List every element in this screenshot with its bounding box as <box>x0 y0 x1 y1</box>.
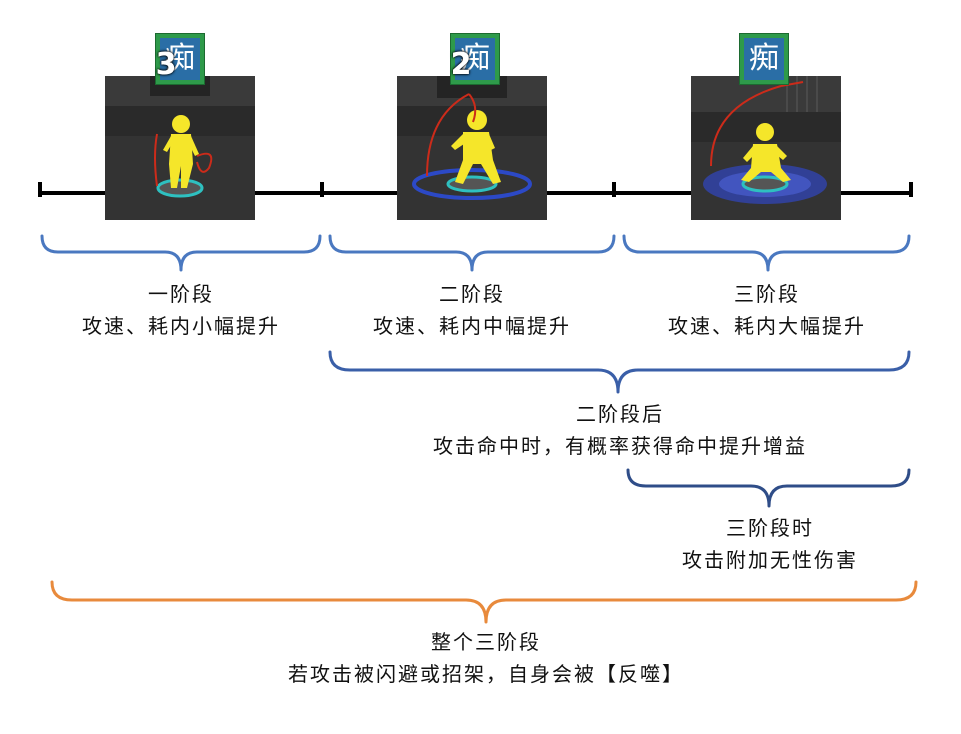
whole-desc: 若攻击被闪避或招架，自身会被【反噬】 <box>288 662 684 686</box>
whole-label: 整个三阶段 若攻击被闪避或招架，自身会被【反噬】 <box>236 626 736 690</box>
during-stage3-title: 三阶段时 <box>726 516 814 540</box>
stage3-desc: 攻速、耗内大幅提升 <box>668 314 866 338</box>
stage3-label: 三阶段 攻速、耗内大幅提升 <box>624 278 910 342</box>
stage2-badge: 痴 2 <box>450 33 500 85</box>
brace-stage1 <box>40 234 322 272</box>
stage3-title: 三阶段 <box>734 282 800 306</box>
stage3-badge: 痴 <box>739 33 789 85</box>
stage2-title: 二阶段 <box>439 282 505 306</box>
stack-count: 2 <box>450 47 472 82</box>
after-stage2-title: 二阶段后 <box>576 402 664 426</box>
brace-whole <box>50 580 918 624</box>
brace-stage2 <box>328 234 616 272</box>
badge-char: 痴 <box>160 38 200 80</box>
character-figure <box>741 123 791 182</box>
badge-char: 痴 <box>744 38 784 80</box>
during-stage3-desc: 攻击附加无性伤害 <box>682 548 858 572</box>
stage1-title: 一阶段 <box>148 282 214 306</box>
brace-after-stage2 <box>328 350 911 394</box>
brace-during-stage3 <box>626 468 911 508</box>
during-stage3-label: 三阶段时 攻击附加无性伤害 <box>640 512 900 576</box>
stack-count: 3 <box>155 47 177 82</box>
after-stage2-label: 二阶段后 攻击命中时，有概率获得命中提升增益 <box>380 398 860 462</box>
character-figure <box>163 115 199 188</box>
stage2-desc: 攻速、耗内中幅提升 <box>373 314 571 338</box>
stage1-desc: 攻速、耗内小幅提升 <box>82 314 280 338</box>
stage3-image <box>691 76 841 220</box>
whole-title: 整个三阶段 <box>431 630 541 654</box>
character-figure <box>451 110 501 184</box>
stage1-label: 一阶段 攻速、耗内小幅提升 <box>41 278 321 342</box>
after-stage2-desc: 攻击命中时，有概率获得命中提升增益 <box>433 434 807 458</box>
stage2-label: 二阶段 攻速、耗内中幅提升 <box>330 278 614 342</box>
stage1-badge: 痴 3 <box>155 33 205 85</box>
stage1-image <box>105 76 255 220</box>
brace-stage3 <box>622 234 911 272</box>
badge-char: 痴 <box>455 38 495 80</box>
stage2-image <box>397 76 547 220</box>
